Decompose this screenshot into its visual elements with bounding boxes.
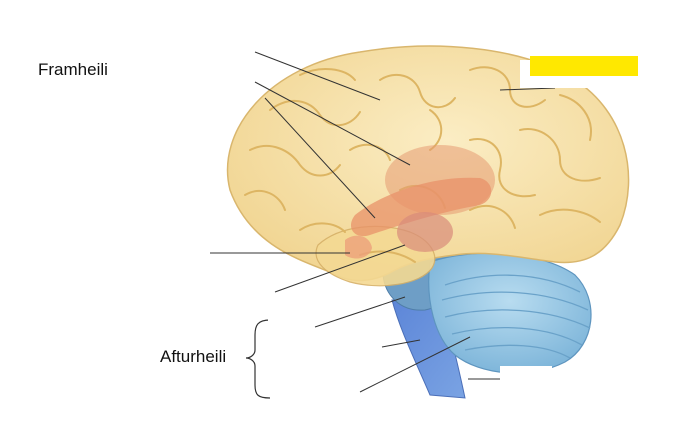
erased-label-1 <box>133 32 243 102</box>
erased-label-7 <box>270 380 358 402</box>
erased-label-6 <box>268 338 380 360</box>
hindbrain-label: Afturheili <box>160 347 227 366</box>
midbrain-shape <box>397 212 453 252</box>
cerebral-gyri <box>244 66 601 263</box>
erased-label-4 <box>180 282 272 304</box>
thalamus-band <box>350 177 492 237</box>
hindbrain-bracket <box>245 319 271 399</box>
highlight-box <box>530 56 638 76</box>
pointer-lines <box>210 51 556 393</box>
cerebellum-folds <box>441 274 591 359</box>
erased-label-8 <box>500 366 552 392</box>
forebrain-label: Framheili <box>38 60 108 79</box>
hypothalamus-shape <box>345 235 372 259</box>
erased-caption <box>38 400 288 416</box>
erased-label-5 <box>268 315 314 337</box>
erased-label-3 <box>88 238 208 266</box>
